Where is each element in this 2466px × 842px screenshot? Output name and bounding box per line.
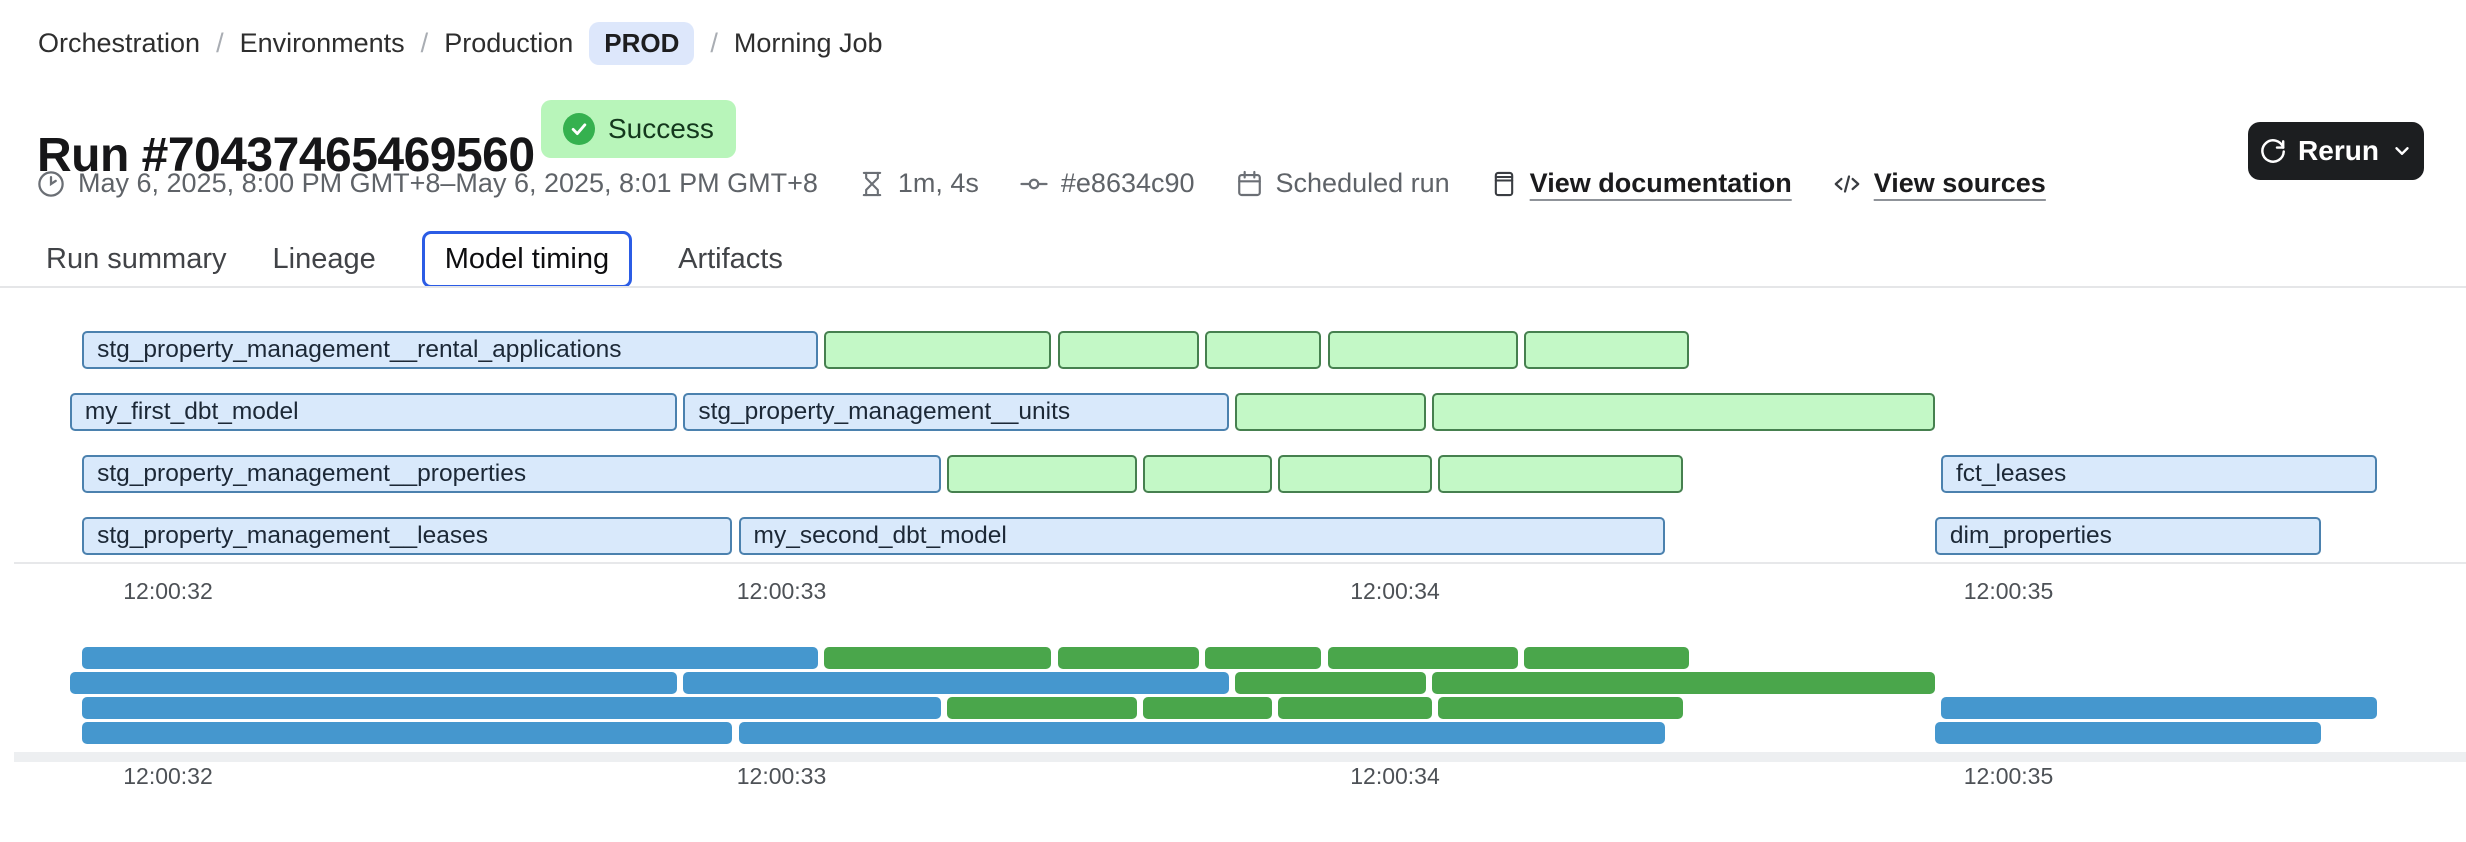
axis-tick-label: 12:00:35 bbox=[1963, 763, 2054, 789]
minimap-bar bbox=[1327, 647, 1518, 669]
gantt-bar[interactable]: stg_property_management__properties bbox=[82, 455, 941, 493]
minimap-track bbox=[14, 752, 2466, 762]
gantt-bar[interactable]: my_second_dbt_model bbox=[738, 517, 1665, 555]
gantt-bar[interactable] bbox=[1437, 455, 1684, 493]
axis-tick-label: 12:00:33 bbox=[736, 578, 827, 604]
run-commit: #e8634c90 bbox=[1019, 168, 1195, 199]
gantt-bar[interactable] bbox=[1143, 455, 1273, 493]
rerun-label: Rerun bbox=[2298, 135, 2379, 166]
tab-run-summary[interactable]: Run summary bbox=[46, 242, 227, 275]
gantt-bar-label: dim_properties bbox=[1949, 522, 2112, 549]
minimap-bar bbox=[82, 647, 819, 669]
axis-tick-label: 12:00:33 bbox=[736, 763, 827, 789]
minimap-bar bbox=[69, 672, 678, 694]
breadcrumb-separator: / bbox=[216, 28, 224, 58]
minimap-bar bbox=[1143, 697, 1273, 719]
view-documentation-link[interactable]: View documentation bbox=[1490, 168, 1792, 199]
axis-tick-label: 12:00:32 bbox=[123, 578, 213, 604]
gantt-bar-label: stg_property_management__properties bbox=[97, 460, 527, 487]
gantt-bar-label: my_second_dbt_model bbox=[753, 522, 1007, 549]
minimap-bar bbox=[1523, 647, 1690, 669]
minimap-bar bbox=[1235, 672, 1426, 694]
minimap-bar bbox=[1941, 697, 2377, 719]
breadcrumb-current: Morning Job bbox=[733, 28, 883, 58]
minimap-bar bbox=[1431, 672, 1935, 694]
breadcrumb-separator: / bbox=[420, 28, 429, 58]
page-title: Run #70437465469560 bbox=[37, 129, 535, 183]
minimap-bar bbox=[947, 697, 1138, 719]
tab-artifacts[interactable]: Artifacts bbox=[678, 242, 783, 275]
minimap-bar bbox=[738, 722, 1665, 744]
rerun-button[interactable]: Rerun bbox=[2248, 122, 2424, 180]
document-icon bbox=[1494, 171, 1513, 196]
gantt-bar[interactable] bbox=[1431, 393, 1935, 431]
gantt-bar-label: stg_property_management__leases bbox=[97, 522, 488, 549]
axis-tick-label: 12:00:34 bbox=[1350, 578, 1440, 604]
breadcrumb-item-environments[interactable]: Environments bbox=[239, 28, 405, 58]
clock-icon bbox=[38, 170, 64, 197]
run-time-range: May 6, 2025, 8:00 PM GMT+8–May 6, 2025, … bbox=[36, 168, 818, 199]
tabs-divider bbox=[0, 286, 2466, 288]
tab-lineage[interactable]: Lineage bbox=[272, 242, 376, 275]
tab-model-timing[interactable]: Model timing bbox=[421, 230, 633, 288]
gantt-bar[interactable]: my_first_dbt_model bbox=[69, 393, 678, 431]
status-label: Success bbox=[608, 113, 714, 144]
chart-divider bbox=[14, 562, 2466, 564]
minimap-bar bbox=[1057, 647, 1199, 669]
gantt-bar[interactable] bbox=[1327, 331, 1518, 369]
hourglass-icon bbox=[862, 171, 882, 196]
gantt-bar-label: fct_leases bbox=[1956, 460, 2067, 487]
gantt-bar[interactable]: dim_properties bbox=[1934, 517, 2322, 555]
git-commit-icon bbox=[1020, 178, 1048, 189]
gantt-bar[interactable] bbox=[1235, 393, 1426, 431]
gantt-bar[interactable]: stg_property_management__rental_applicat… bbox=[82, 331, 819, 369]
minimap-bar bbox=[82, 722, 733, 744]
breadcrumb-separator: / bbox=[710, 28, 718, 58]
gantt-bar[interactable] bbox=[1057, 331, 1199, 369]
gantt-bar[interactable] bbox=[947, 455, 1138, 493]
minimap-bar bbox=[824, 647, 1052, 669]
status-badge: Success bbox=[541, 100, 736, 158]
run-tabs: Run summary Lineage Model timing Artifac… bbox=[46, 230, 783, 288]
gantt-bar-label: stg_property_management__rental_applicat… bbox=[97, 336, 622, 363]
gantt-bar-label: stg_property_management__units bbox=[698, 398, 1071, 425]
axis-tick-label: 12:00:32 bbox=[123, 763, 213, 789]
breadcrumb-item-production[interactable]: Production bbox=[444, 28, 574, 58]
calendar-icon bbox=[1237, 170, 1261, 197]
gantt-bar-label: my_first_dbt_model bbox=[84, 398, 299, 425]
gantt-bar[interactable]: fct_leases bbox=[1941, 455, 2377, 493]
gantt-bar[interactable]: stg_property_management__units bbox=[683, 393, 1230, 431]
chevron-down-icon bbox=[2391, 140, 2413, 162]
minimap-bar bbox=[683, 672, 1230, 694]
minimap-bar bbox=[1934, 722, 2322, 744]
refresh-icon bbox=[2259, 138, 2286, 165]
run-trigger: Scheduled run bbox=[1235, 168, 1450, 199]
view-sources-link[interactable]: View sources bbox=[1832, 168, 2046, 199]
axis-tick-label: 12:00:35 bbox=[1963, 578, 2054, 604]
code-icon bbox=[1834, 174, 1860, 193]
gantt-bar[interactable] bbox=[1204, 331, 1322, 369]
run-meta-row: May 6, 2025, 8:00 PM GMT+8–May 6, 2025, … bbox=[36, 168, 2046, 199]
axis-tick-label: 12:00:34 bbox=[1350, 763, 1440, 789]
gantt-bar[interactable] bbox=[1523, 331, 1690, 369]
gantt-bar[interactable] bbox=[824, 331, 1052, 369]
minimap-bar bbox=[1278, 697, 1432, 719]
breadcrumb: Orchestration / Environments / Productio… bbox=[38, 22, 883, 65]
minimap-bar bbox=[1437, 697, 1684, 719]
breadcrumb-item-orchestration[interactable]: Orchestration bbox=[38, 28, 201, 58]
success-check-icon bbox=[563, 113, 595, 145]
minimap-bar bbox=[1204, 647, 1322, 669]
env-badge-prod: PROD bbox=[589, 22, 695, 65]
gantt-bar[interactable]: stg_property_management__leases bbox=[82, 517, 733, 555]
minimap-bar bbox=[82, 697, 941, 719]
gantt-bar[interactable] bbox=[1278, 455, 1432, 493]
run-duration: 1m, 4s bbox=[858, 168, 979, 199]
